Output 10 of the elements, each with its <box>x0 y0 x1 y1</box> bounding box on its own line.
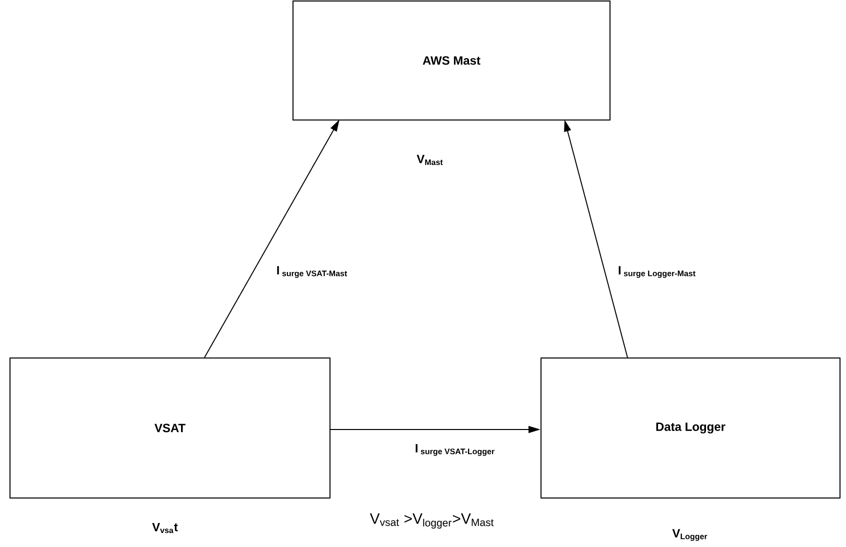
process-box: VSAT <box>10 358 330 498</box>
edge-label: $\textbf{I}_{\textbf{ surge Logger-Mast}}$ <box>618 266 696 278</box>
voltage-label: V$_{vsa}$t <box>152 522 178 534</box>
voltage-label: V$_{Mast}$ <box>416 154 443 166</box>
process-box: Data Logger <box>540 358 840 498</box>
edge-label: $\textbf{I}_{\textbf{ surge VSAT-Logger}}$ <box>416 444 494 456</box>
edge-label: $\textbf{I}_{\textbf{ surge VSAT-Mast}}$ <box>277 266 348 278</box>
voltage-label: V$_{Logger}$ <box>672 529 708 541</box>
process-box: AWS Mast <box>292 0 610 120</box>
inequality-note: V$_{vsat}$ >V$_{logger}$>V$_{Mast}$ <box>370 513 494 529</box>
